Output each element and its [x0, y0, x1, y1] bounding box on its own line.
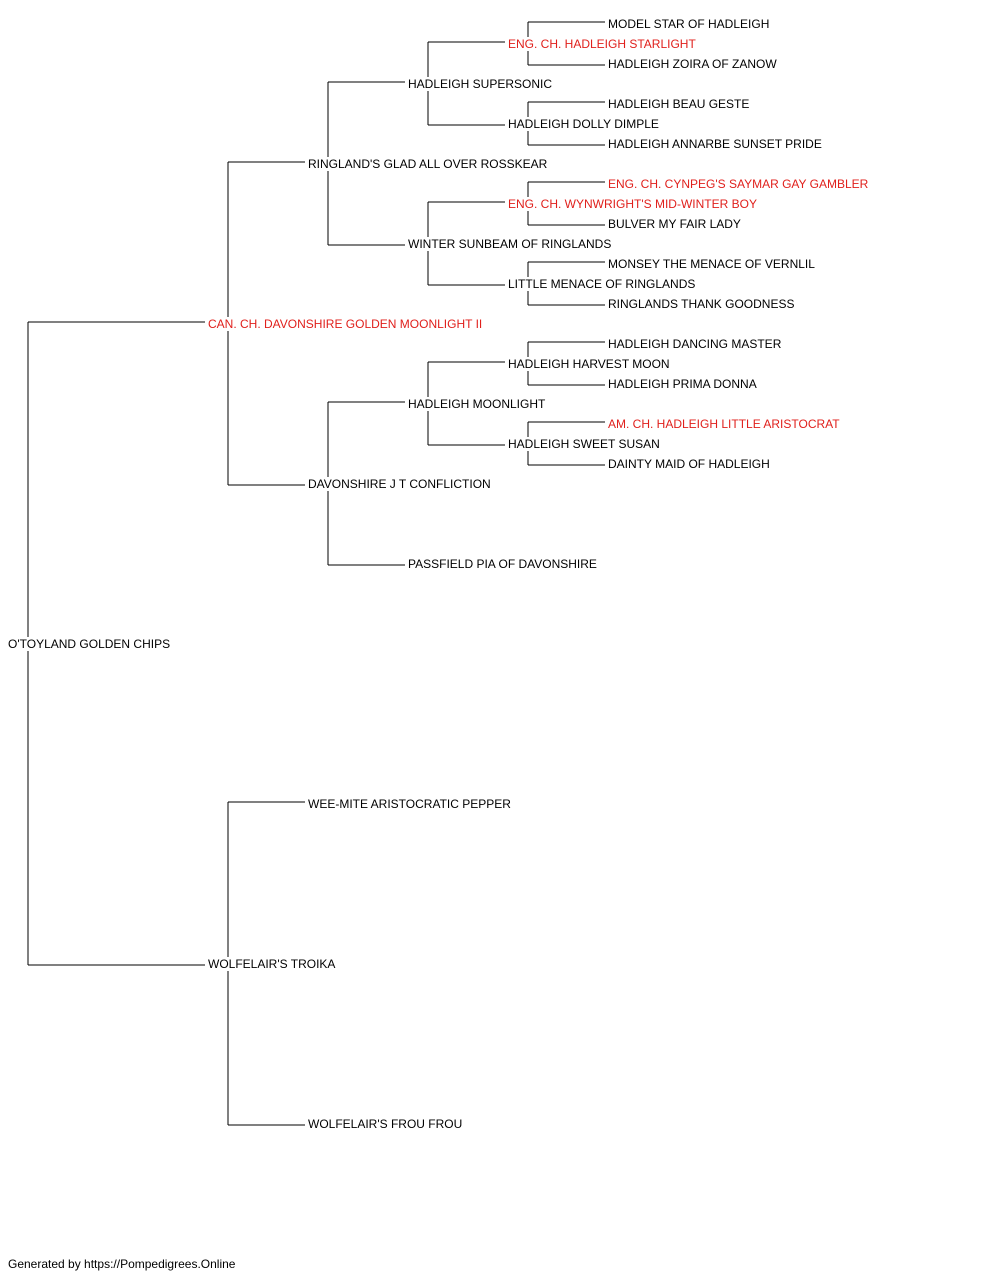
dog-gen5-sssds[interactable]: HADLEIGH BEAU GESTE: [608, 97, 750, 111]
dog-gen5-sssss[interactable]: MODEL STAR OF HADLEIGH: [608, 17, 770, 31]
dog-gen5-sssdd[interactable]: HADLEIGH ANNARBE SUNSET PRIDE: [608, 137, 822, 151]
dog-gen5-ssdds[interactable]: MONSEY THE MENACE OF VERNLIL: [608, 257, 815, 271]
dog-dam-sire[interactable]: WEE-MITE ARISTOCRATIC PEPPER: [308, 797, 511, 811]
dog-gen5-sdsdd[interactable]: DAINTY MAID OF HADLEIGH: [608, 457, 770, 471]
dog-gen4-sssd[interactable]: HADLEIGH DOLLY DIMPLE: [508, 117, 659, 131]
dog-gen5-sdssd[interactable]: HADLEIGH PRIMA DONNA: [608, 377, 757, 391]
footer-credit: Generated by https://Pompedigrees.Online: [8, 1257, 236, 1271]
dog-subject[interactable]: O'TOYLAND GOLDEN CHIPS: [8, 637, 171, 651]
dog-gen5-ssdsd[interactable]: BULVER MY FAIR LADY: [608, 217, 741, 231]
dog-gen5-ssddd[interactable]: RINGLANDS THANK GOODNESS: [608, 297, 795, 311]
dog-gen5-ssssd[interactable]: HADLEIGH ZOIRA OF ZANOW: [608, 57, 777, 71]
dog-gen3-sds[interactable]: HADLEIGH MOONLIGHT: [408, 397, 546, 411]
dog-gen5-sdsss[interactable]: HADLEIGH DANCING MASTER: [608, 337, 782, 351]
dog-gen4-sdsd[interactable]: HADLEIGH SWEET SUSAN: [508, 437, 660, 451]
dog-sire-sire[interactable]: RINGLAND'S GLAD ALL OVER ROSSKEAR: [308, 157, 548, 171]
dog-gen4-ssdd[interactable]: LITTLE MENACE OF RINGLANDS: [508, 277, 696, 291]
dog-gen4-sdss[interactable]: HADLEIGH HARVEST MOON: [508, 357, 670, 371]
dog-dam[interactable]: WOLFELAIR'S TROIKA: [208, 957, 336, 971]
dog-gen4-ssds[interactable]: ENG. CH. WYNWRIGHT'S MID-WINTER BOY: [508, 197, 757, 211]
dog-gen4-ssss[interactable]: ENG. CH. HADLEIGH STARLIGHT: [508, 37, 696, 51]
dog-gen5-sdsds[interactable]: AM. CH. HADLEIGH LITTLE ARISTOCRAT: [608, 417, 840, 431]
dog-gen3-ssd[interactable]: WINTER SUNBEAM OF RINGLANDS: [408, 237, 612, 251]
dog-gen3-sss[interactable]: HADLEIGH SUPERSONIC: [408, 77, 553, 91]
dog-sire[interactable]: CAN. CH. DAVONSHIRE GOLDEN MOONLIGHT II: [208, 317, 483, 331]
dog-gen5-ssdss[interactable]: ENG. CH. CYNPEG'S SAYMAR GAY GAMBLER: [608, 177, 869, 191]
dog-gen3-sdd[interactable]: PASSFIELD PIA OF DAVONSHIRE: [408, 557, 597, 571]
dog-dam-dam[interactable]: WOLFELAIR'S FROU FROU: [308, 1117, 463, 1131]
dog-sire-dam[interactable]: DAVONSHIRE J T CONFLICTION: [308, 477, 491, 491]
